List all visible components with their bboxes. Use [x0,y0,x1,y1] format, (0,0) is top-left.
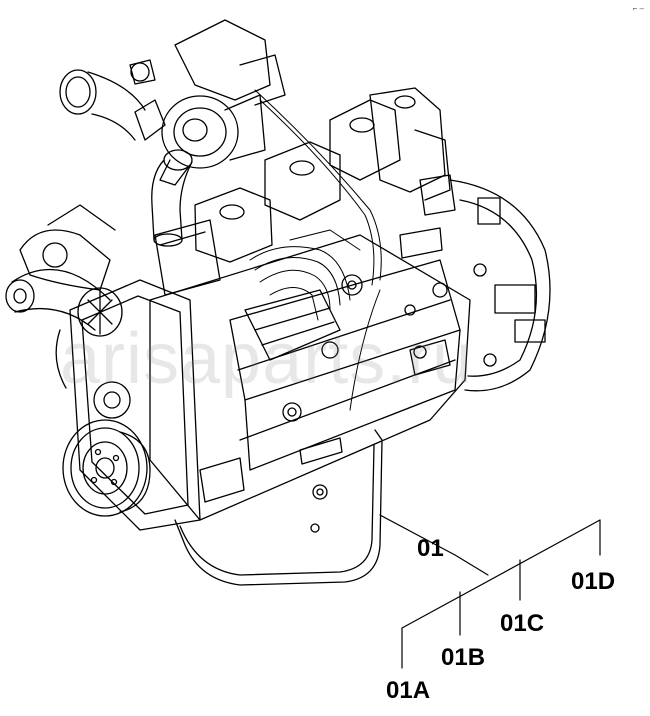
leader-01 [379,514,489,576]
exhaust-elbow [151,149,193,247]
turbocharger [159,94,266,186]
callout-01: 01 [417,535,444,562]
intake-housing [154,219,221,296]
fuel-injection-lines [249,89,382,411]
callout-leaders [379,514,601,669]
valve-cover-front [194,187,273,263]
corner-mark: ⌐ ‒ [632,4,644,13]
watermark: arisaparts.ru [60,319,474,399]
block-fittings [399,174,456,376]
alternator [19,204,116,291]
callout-01c: 01C [500,610,545,637]
engine-block [149,234,471,521]
rocker-housing [369,87,451,201]
air-intake-elbow [59,69,166,141]
leader-trunk [401,519,601,629]
top-bracket [129,19,286,106]
front-cover [69,279,201,531]
fuel-pump [244,274,363,361]
oil-pan [174,429,383,586]
flywheel-housing [449,179,551,392]
crankshaft-pulley [62,419,151,517]
callout-01d: 01D [571,568,616,595]
valve-cover-mid [264,141,341,221]
callout-01a: 01A [386,677,431,704]
callout-01b: 01B [441,644,486,671]
